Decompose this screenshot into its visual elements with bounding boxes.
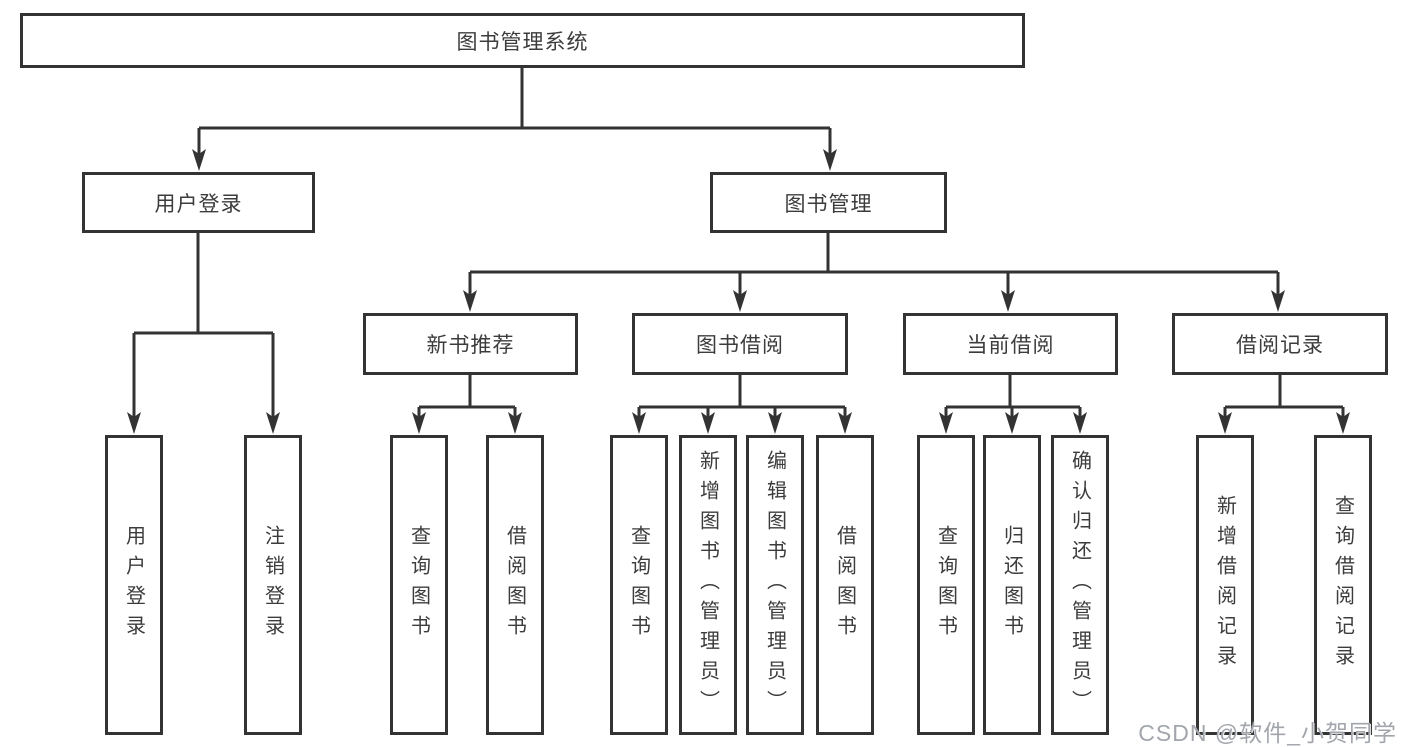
- leaf-newbook-borrow: 借阅图书: [486, 435, 544, 735]
- leaf-borrow-query: 查询图书: [610, 435, 668, 735]
- node-book-management: 图书管理: [710, 172, 947, 233]
- leaf-borrow-add-admin: 新增图书（管理员）: [679, 435, 737, 735]
- node-borrow-record-label: 借阅记录: [1236, 334, 1324, 357]
- node-borrow-record: 借阅记录: [1172, 313, 1388, 375]
- node-new-book-recommend: 新书推荐: [363, 313, 578, 375]
- leaf-record-query: 查询借阅记录: [1314, 435, 1372, 735]
- leaf-record-query-label: 查询借阅记录: [1331, 495, 1354, 675]
- leaf-record-add-label: 新增借阅记录: [1213, 495, 1236, 675]
- node-current-borrow: 当前借阅: [903, 313, 1118, 375]
- leaf-user-login-label: 用户登录: [122, 525, 145, 645]
- node-root-label: 图书管理系统: [456, 30, 589, 54]
- leaf-current-query-label: 查询图书: [934, 525, 957, 645]
- leaf-borrow-book: 借阅图书: [816, 435, 874, 735]
- node-book-borrow-label: 图书借阅: [696, 334, 784, 357]
- leaf-logout-label: 注销登录: [261, 525, 284, 645]
- node-user-login: 用户登录: [82, 172, 315, 233]
- node-book-management-label: 图书管理: [784, 192, 873, 216]
- leaf-logout: 注销登录: [244, 435, 302, 735]
- leaf-current-return-label: 归还图书: [1000, 525, 1023, 645]
- leaf-record-add: 新增借阅记录: [1196, 435, 1254, 735]
- watermark: CSDN @软件_小贺同学: [1138, 720, 1397, 746]
- leaf-current-query: 查询图书: [917, 435, 975, 735]
- node-book-borrow: 图书借阅: [632, 313, 848, 375]
- node-new-book-recommend-label: 新书推荐: [426, 334, 515, 357]
- leaf-current-confirm-admin: 确认归还（管理员）: [1051, 435, 1109, 735]
- leaf-user-login: 用户登录: [105, 435, 163, 735]
- leaf-borrow-query-label: 查询图书: [627, 525, 650, 645]
- node-user-login-label: 用户登录: [154, 192, 243, 216]
- leaf-current-confirm-admin-label: 确认归还（管理员）: [1068, 450, 1091, 720]
- leaf-borrow-book-label: 借阅图书: [833, 525, 856, 645]
- leaf-borrow-edit-admin: 编辑图书（管理员）: [746, 435, 804, 735]
- leaf-newbook-query-label: 查询图书: [407, 525, 430, 645]
- leaf-borrow-add-admin-label: 新增图书（管理员）: [696, 450, 719, 720]
- leaf-borrow-edit-admin-label: 编辑图书（管理员）: [763, 450, 786, 720]
- leaf-newbook-borrow-label: 借阅图书: [503, 525, 526, 645]
- leaf-newbook-query: 查询图书: [390, 435, 448, 735]
- node-current-borrow-label: 当前借阅: [966, 334, 1055, 357]
- leaf-current-return: 归还图书: [983, 435, 1041, 735]
- node-root: 图书管理系统: [20, 13, 1025, 68]
